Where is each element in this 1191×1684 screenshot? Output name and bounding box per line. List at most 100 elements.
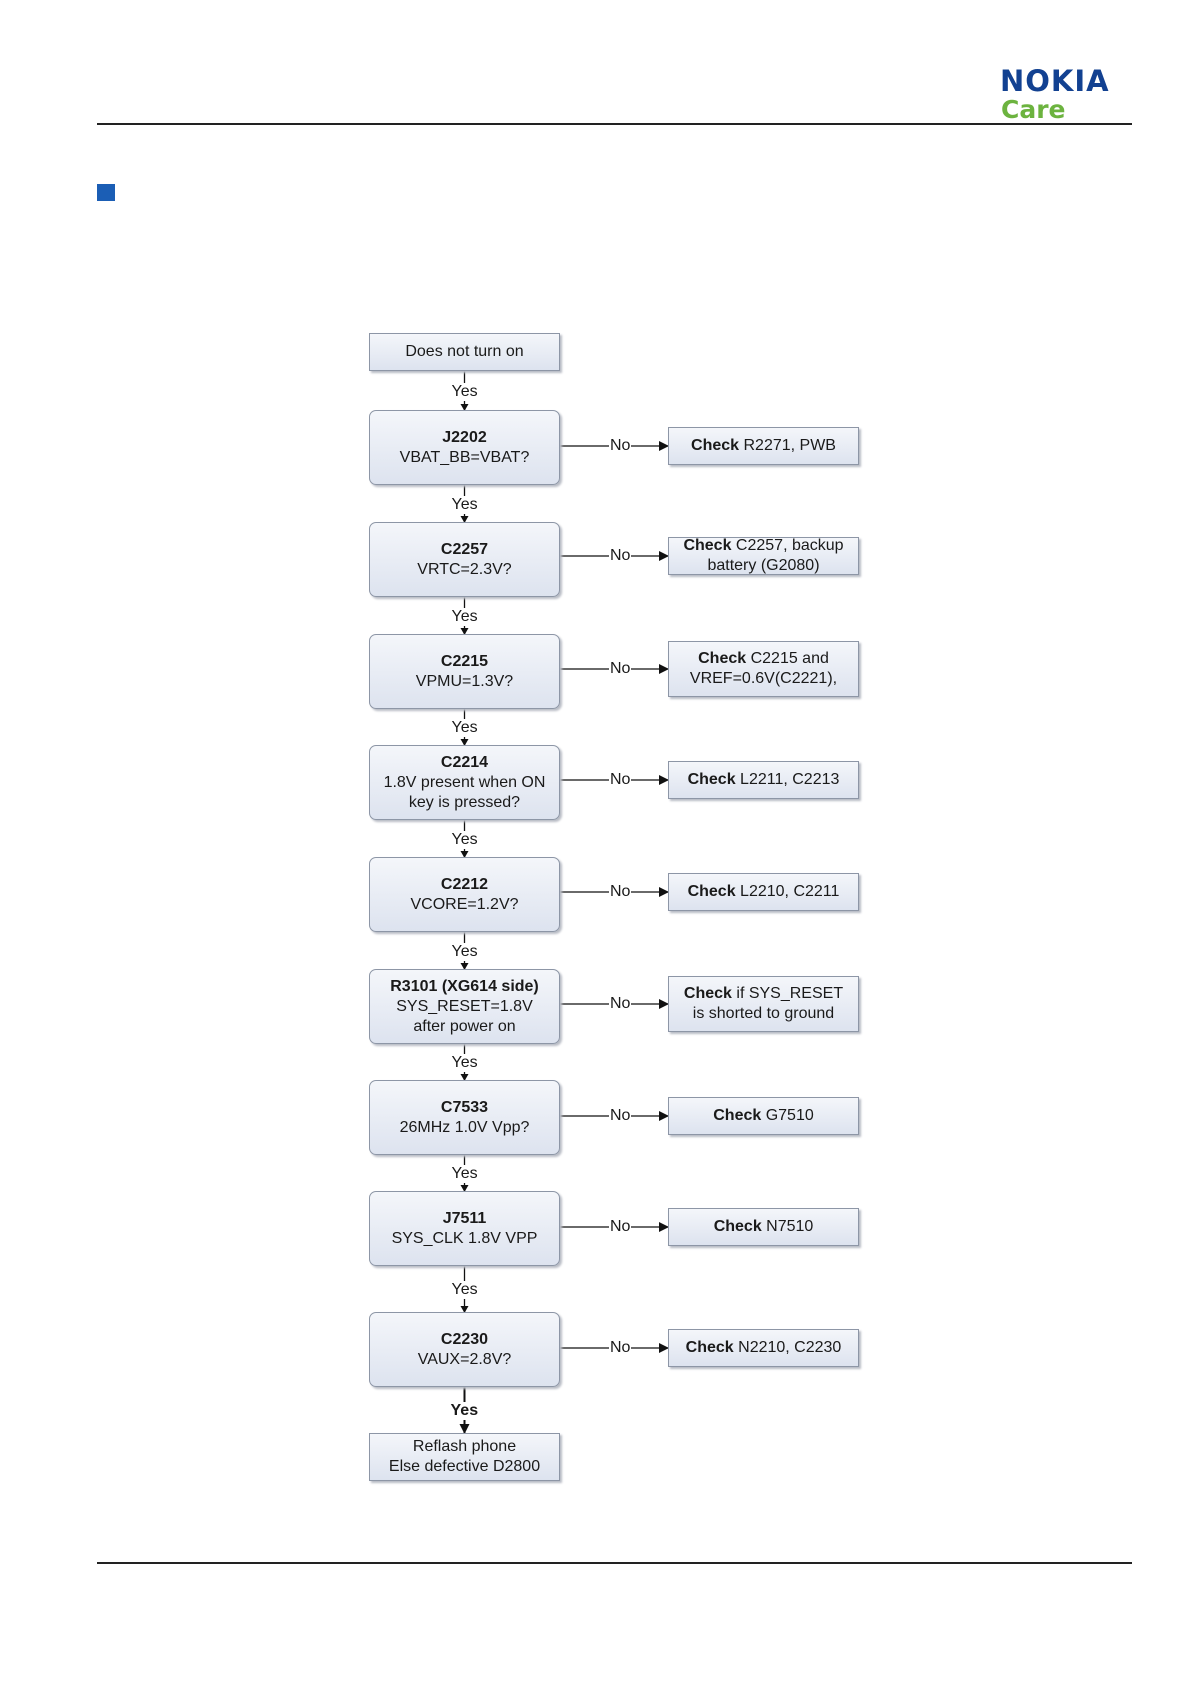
action-line: Check L2210, C2211 <box>688 882 840 902</box>
action-text: L2210, C2211 <box>735 883 840 900</box>
end-box-text: Else defective D2800 <box>388 1458 541 1475</box>
action-verb: Check <box>698 650 747 667</box>
decision-text: VRTC=2.3V? <box>417 560 512 578</box>
action-verb: Check <box>713 1107 762 1124</box>
action-verb: Check <box>713 1218 762 1235</box>
action-verb: Check <box>685 1339 734 1356</box>
action-line: Check G7510 <box>713 1106 814 1126</box>
decision-ref: J2202 <box>442 428 487 446</box>
decision-ref: C2212 <box>440 875 489 893</box>
footer-rule <box>97 1562 1132 1564</box>
no-label: No <box>609 771 632 789</box>
decision-text: after power on <box>413 1017 516 1035</box>
no-label: No <box>609 437 632 455</box>
action-text: is shorted to ground <box>692 1005 835 1022</box>
logo-sub-brand: Care <box>1001 95 1066 124</box>
logo-brand: NOKIA <box>1000 64 1110 98</box>
decision-text: VAUX=2.8V? <box>417 1350 512 1368</box>
yes-label: Yes <box>450 382 479 401</box>
action-line: Check N7510 <box>714 1217 814 1237</box>
no-label: No <box>609 660 632 678</box>
action-line: Check L2211, C2213 <box>688 770 840 790</box>
action-box: Check N2210, C2230 <box>668 1329 859 1367</box>
decision-text: VPMU=1.3V? <box>415 672 514 690</box>
action-line: Check R2271, PWB <box>691 436 836 456</box>
action-box: Check G7510 <box>668 1097 859 1135</box>
action-text: N2210, C2230 <box>733 1339 842 1356</box>
action-text: L2211, C2213 <box>735 771 840 788</box>
action-text: N7510 <box>761 1218 814 1235</box>
action-text: C2257, backup <box>731 537 844 554</box>
action-verb: Check <box>687 771 736 788</box>
decision-box: C2214 1.8V present when ON key is pressed? <box>369 745 560 820</box>
decision-text: 26MHz 1.0V Vpp? <box>399 1118 530 1136</box>
yes-label: Yes <box>450 1054 479 1072</box>
start-box: Does not turn on <box>369 333 560 371</box>
action-text: R2271, PWB <box>739 437 836 454</box>
decision-text: VCORE=1.2V? <box>410 895 519 913</box>
action-box: Check L2210, C2211 <box>668 873 859 911</box>
yes-label: Yes <box>449 1402 480 1420</box>
action-text: C2215 and <box>746 650 829 667</box>
action-line: Check if SYS_RESET <box>684 984 843 1004</box>
action-text: G7510 <box>761 1107 814 1124</box>
yes-label: Yes <box>450 719 479 737</box>
decision-ref: J7511 <box>442 1209 487 1227</box>
action-box: Check N7510 <box>668 1208 859 1246</box>
action-box: Check R2271, PWB <box>668 427 859 465</box>
action-text: if SYS_RESET <box>731 985 844 1002</box>
yes-label: Yes <box>450 607 479 626</box>
section-bullet <box>97 184 115 201</box>
start-box-label: Does not turn on <box>405 343 524 360</box>
yes-label: Yes <box>450 942 479 961</box>
yes-label: Yes <box>450 1165 479 1183</box>
action-verb: Check <box>683 985 732 1002</box>
nokia-care-logo: NOKIA Care <box>1000 66 1132 126</box>
action-text: battery (G2080) <box>707 557 820 574</box>
no-label: No <box>609 1218 632 1236</box>
action-text: VREF=0.6V(C2221), <box>689 670 838 687</box>
no-label: No <box>609 995 632 1013</box>
yes-label: Yes <box>450 830 479 849</box>
no-label: No <box>609 547 632 565</box>
yes-label: Yes <box>450 1281 479 1299</box>
action-line: is shorted to ground <box>693 1004 834 1024</box>
decision-text: VBAT_BB=VBAT? <box>399 448 530 466</box>
decision-box: C7533 26MHz 1.0V Vpp? <box>369 1080 560 1155</box>
action-box: Check L2211, C2213 <box>668 761 859 799</box>
decision-ref: C2214 <box>440 753 489 771</box>
action-line: VREF=0.6V(C2221), <box>690 669 837 689</box>
decision-text: 1.8V present when ON <box>383 773 546 791</box>
decision-ref: R3101 (XG614 side) <box>390 977 539 995</box>
decision-ref: C2215 <box>440 652 489 670</box>
no-label: No <box>609 883 632 901</box>
yes-label: Yes <box>450 495 479 514</box>
action-line: Check C2257, backup <box>683 536 843 556</box>
no-label: No <box>609 1339 632 1357</box>
action-verb: Check <box>691 437 740 454</box>
action-line: Check C2215 and <box>698 649 829 669</box>
decision-text: SYS_CLK 1.8V VPP <box>391 1229 538 1247</box>
no-label: No <box>609 1107 632 1125</box>
action-verb: Check <box>687 883 736 900</box>
decision-text: SYS_RESET=1.8V <box>396 997 533 1015</box>
end-box-text: Reflash phone <box>412 1438 517 1455</box>
decision-ref: C2230 <box>440 1330 489 1348</box>
action-line: Check N2210, C2230 <box>686 1338 842 1358</box>
decision-text: key is pressed? <box>408 793 521 811</box>
decision-ref: C7533 <box>440 1098 489 1116</box>
action-verb: Check <box>683 537 732 554</box>
header-rule <box>97 123 1132 125</box>
action-line: battery (G2080) <box>707 556 819 576</box>
